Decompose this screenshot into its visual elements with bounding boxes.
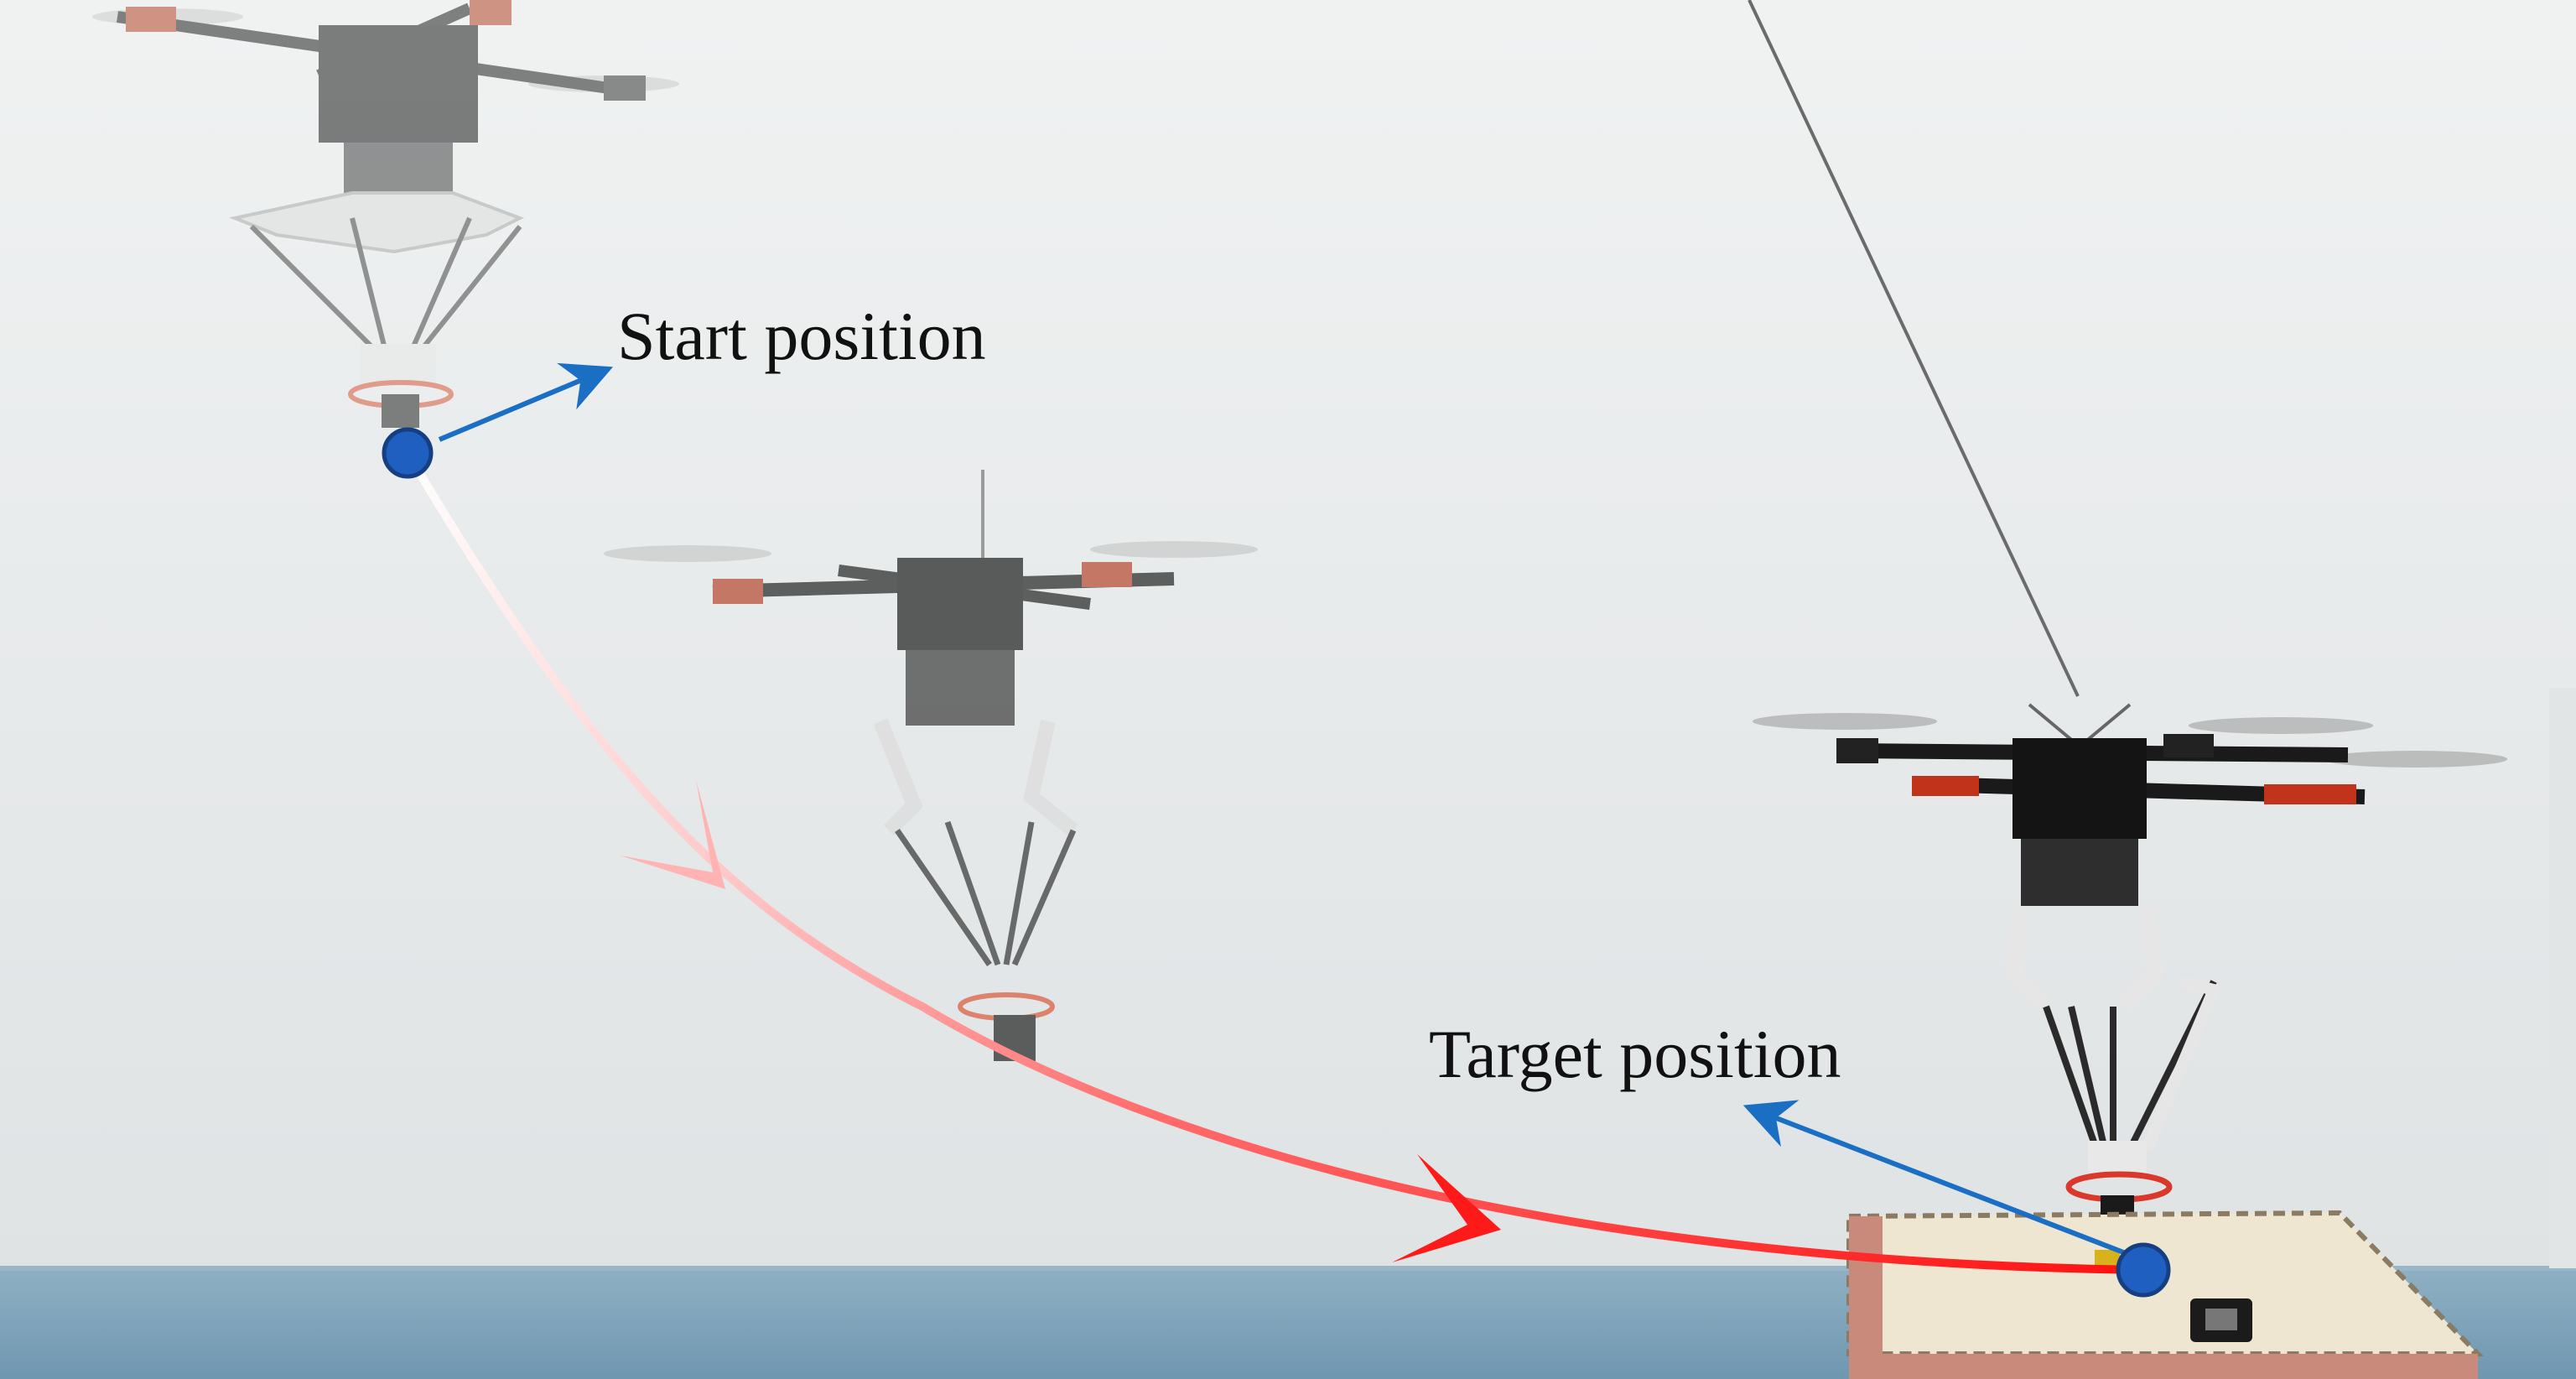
start-position-marker (382, 427, 434, 479)
wall-edge-strip (2549, 688, 2576, 1268)
start-pointer-arrow (438, 362, 614, 442)
tether-rope (1748, 0, 2080, 697)
trajectory-curve (403, 449, 2148, 1274)
target-pointer-arrow (1742, 1100, 2132, 1257)
drone-mid-ghost (604, 470, 1258, 1061)
target-position-label: Target position (1429, 1016, 1841, 1092)
start-position-label: Start position (617, 298, 986, 374)
drone-start-ghost (92, 0, 679, 428)
trajectory-arrowhead-2 (1392, 1154, 1501, 1262)
trajectory-arrowhead-1 (621, 780, 725, 889)
target-position-marker (2116, 1242, 2171, 1298)
